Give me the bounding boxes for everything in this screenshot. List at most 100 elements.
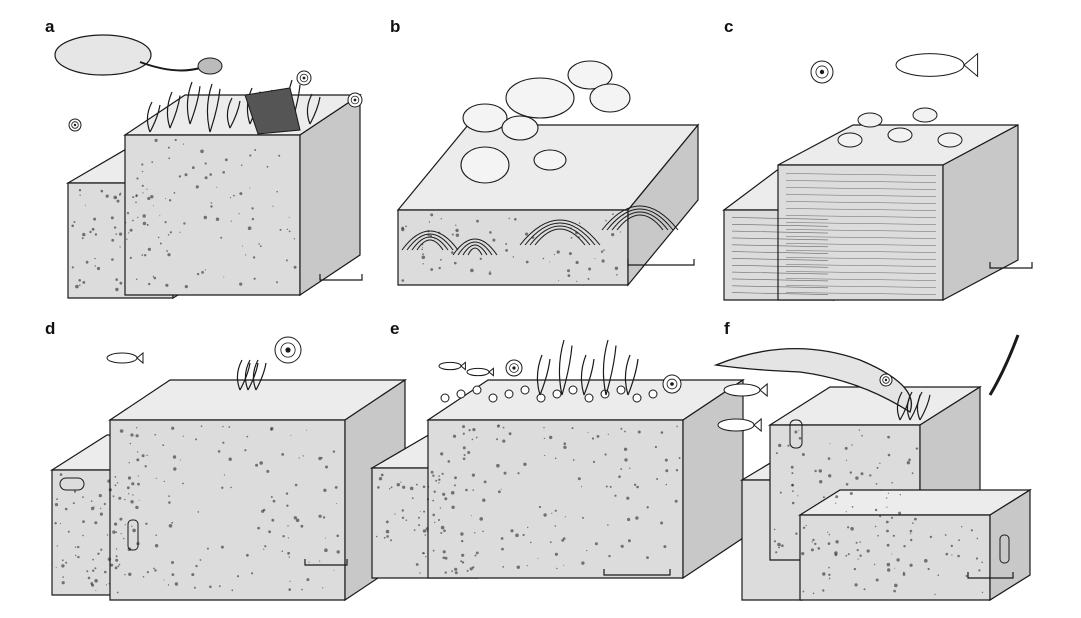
panel-a-reef-frond	[306, 93, 321, 125]
panel-e-grain	[678, 457, 681, 459]
panel-e-grain	[563, 445, 567, 449]
panel-d-grain	[112, 495, 115, 498]
panel-d-grain	[257, 526, 260, 530]
panel-f-grain	[777, 542, 781, 547]
panel-e-grain	[386, 535, 389, 538]
panel-d-upper-step-front	[109, 419, 346, 601]
panel-d-grain	[127, 476, 132, 480]
panel-e-grain	[471, 515, 472, 517]
panel-d-grain	[289, 580, 291, 582]
panel-f-grain	[853, 567, 857, 571]
panel-b-grain	[567, 274, 571, 277]
panel-f-grain	[892, 534, 895, 537]
panel-f-grain	[844, 446, 848, 450]
panel-f-grain	[817, 547, 821, 550]
panel-d-grain	[322, 516, 326, 519]
panel-d-burrow	[59, 477, 85, 491]
panel-d-grain	[94, 579, 98, 583]
panel-d-grain	[167, 584, 170, 586]
panel-f-diagram	[713, 334, 1033, 602]
panel-b-grain	[542, 257, 545, 260]
panel-d-grain	[230, 486, 232, 489]
panel-a-grain	[179, 231, 181, 233]
panel-a-grain	[110, 216, 114, 220]
panel-f-burrow	[999, 534, 1010, 564]
panel-a-grain	[146, 188, 148, 190]
panel-e-grain	[620, 427, 623, 430]
panel-a-grain	[132, 196, 135, 199]
panel-c-lamina	[785, 271, 937, 274]
panel-a-grain	[286, 228, 289, 230]
panel-e-grain	[587, 432, 589, 434]
panel-a-grain	[78, 279, 81, 282]
panel-d-grain	[99, 512, 103, 516]
panel-f-grain	[906, 461, 911, 465]
panel-a-grain	[154, 138, 158, 142]
panel-f-grain	[781, 544, 784, 547]
panel-e-crinoid	[580, 354, 595, 396]
panel-a-grain	[84, 204, 86, 206]
panel-d-fish	[106, 352, 138, 364]
panel-f-grain	[859, 541, 861, 543]
panel-e-grain	[537, 557, 539, 559]
panel-d-grain	[82, 496, 84, 498]
panel-f-grain	[828, 577, 831, 580]
panel-d-alga	[252, 359, 267, 391]
panel-d-grain	[64, 507, 68, 511]
panel-f-grain	[863, 588, 866, 591]
panel-a-grain	[94, 265, 96, 267]
panel-e-grain	[607, 524, 609, 526]
panel-f-grain	[887, 492, 890, 494]
panel-e-grain	[394, 513, 396, 515]
panel-a-upper-step-front	[124, 134, 301, 296]
panel-b-grain	[567, 269, 570, 273]
panel-b-grain	[556, 250, 560, 254]
panel-e-ammonoid-umbilicus	[512, 366, 516, 370]
panel-d-grain	[122, 537, 125, 540]
panel-d-grain	[54, 522, 57, 525]
panel-b-grain	[612, 213, 614, 216]
panel-f-grain	[981, 561, 983, 564]
panel-d-grain	[268, 530, 271, 534]
panel-d-grain	[222, 441, 225, 444]
panel-a-anomalocarid-head	[197, 57, 223, 75]
panel-d-grain	[74, 546, 77, 548]
panel-d-grain	[285, 492, 289, 495]
panel-f-dolphin-fish	[717, 418, 755, 432]
panel-f-grain	[845, 511, 847, 513]
panel-a-grain	[157, 236, 160, 239]
panel-d-grain	[90, 582, 94, 585]
panel-f-grain	[927, 567, 930, 571]
panel-b-lamination	[401, 230, 459, 251]
panel-a-grain	[118, 193, 121, 196]
panel-e-grain	[461, 553, 465, 557]
panel-d-grain	[124, 498, 126, 501]
panel-e-grain	[466, 569, 469, 572]
panel-d-grain	[333, 569, 335, 571]
panel-a-reef-frond	[186, 81, 201, 125]
panel-f-grain	[886, 506, 888, 508]
panel-a-grain	[100, 189, 104, 193]
panel-e-grain	[515, 533, 519, 538]
panel-f-grain	[903, 545, 906, 548]
panel-e-shell	[504, 389, 514, 399]
panel-f-grain	[828, 474, 832, 478]
panel-d-alga	[236, 359, 251, 391]
panel-e-grain	[461, 539, 464, 543]
panel-b-grain	[470, 268, 474, 273]
panel-d-grain	[223, 474, 225, 476]
panel-e-grain	[454, 571, 458, 575]
panel-a-grain	[239, 282, 243, 286]
panel-a-grain	[165, 198, 166, 199]
panel-d-grain	[200, 425, 203, 428]
panel-d-grain	[325, 537, 326, 539]
panel-f-grain	[828, 566, 830, 569]
panel-f-grain	[847, 553, 850, 556]
panel-d-grain	[115, 558, 119, 562]
panel-e-grain	[380, 473, 384, 477]
panel-f-grain	[791, 483, 794, 487]
panel-d-burrow	[127, 519, 139, 551]
panel-d-grain	[294, 483, 298, 487]
panel-e-grain	[517, 472, 520, 475]
panel-e-grain	[434, 521, 436, 524]
